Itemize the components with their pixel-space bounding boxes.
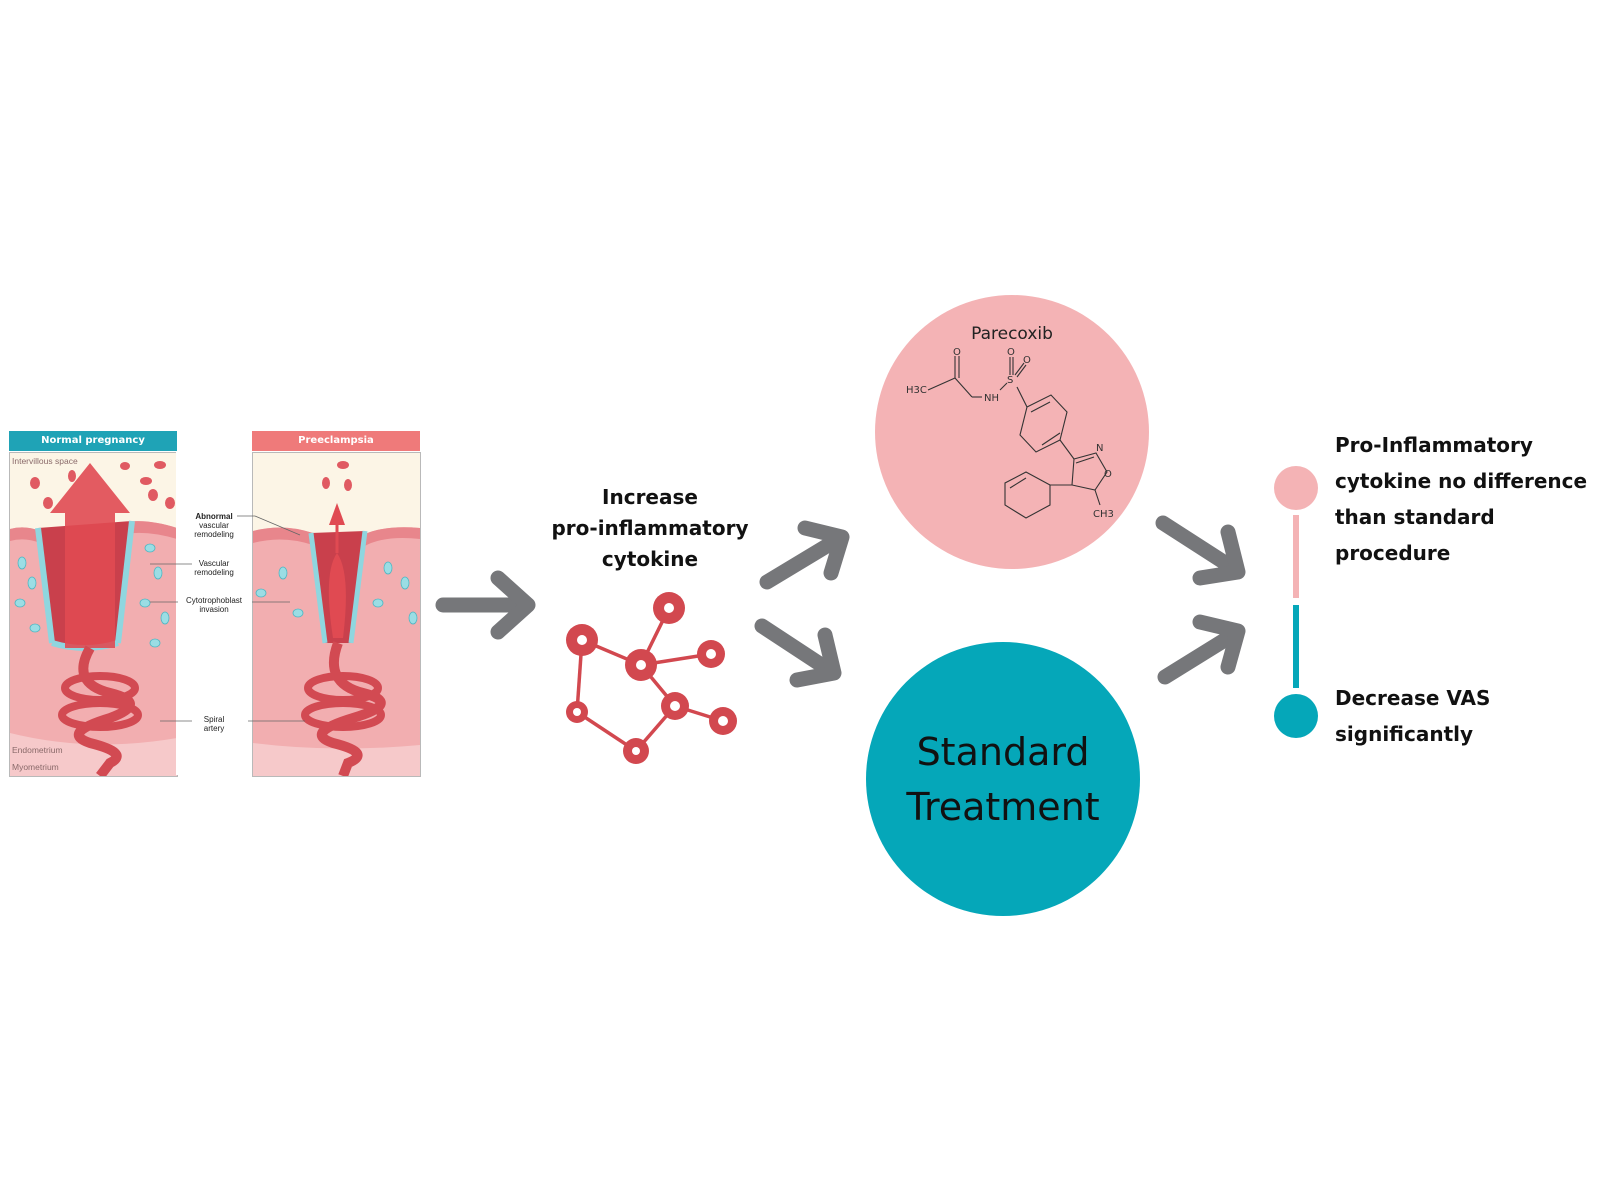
normal-pregnancy-header: Normal pregnancy	[9, 431, 177, 451]
outcome-pink-dot	[1274, 466, 1318, 510]
svg-text:H3C: H3C	[906, 385, 927, 396]
svg-text:N: N	[1096, 443, 1103, 454]
abnormal-vascular-remodeling-label: Abnormal vascular remodeling	[194, 512, 234, 539]
parecoxib-circle	[875, 295, 1149, 569]
outcome-cytokine-text: Pro-Inflammatory cytokine no difference …	[1335, 433, 1588, 565]
normal-pregnancy-panel	[9, 452, 178, 777]
spiral-artery-label: Spiral artery	[203, 715, 225, 733]
svg-text:O: O	[953, 347, 961, 358]
vascular-remodeling-label: Vascular remodeling	[194, 559, 234, 577]
svg-text:O: O	[1023, 355, 1031, 366]
timeline-pink-line	[1293, 515, 1299, 598]
arrow-up-right-icon-2	[1157, 614, 1246, 685]
arrow-down-right-icon	[754, 618, 842, 688]
svg-text:S: S	[1007, 375, 1013, 386]
arrow-right-icon	[435, 570, 536, 640]
svg-text:NH: NH	[984, 393, 999, 404]
cytokine-network-icon	[566, 592, 737, 764]
svg-text:O: O	[1007, 347, 1015, 358]
outcome-teal-dot	[1274, 694, 1318, 738]
standard-treatment-circle	[866, 642, 1140, 916]
cytotrophoblast-invasion-label: Cytotrophoblast invasion	[185, 596, 243, 614]
preeclampsia-artery-drawing	[253, 453, 420, 776]
preeclampsia-panel	[252, 452, 421, 777]
parecoxib-label: Parecoxib	[971, 324, 1053, 344]
preeclampsia-header: Preeclampsia	[252, 431, 420, 451]
cytokine-heading: Increase pro-inflammatory cytokine	[551, 485, 749, 571]
standard-treatment-label: Standard Treatment	[906, 730, 1100, 829]
arrow-up-right-icon	[759, 520, 850, 590]
arrow-down-right-icon-2	[1155, 515, 1246, 586]
normal-artery-drawing	[10, 453, 177, 776]
intervillous-space-label: Intervillous space	[12, 456, 78, 466]
svg-text:CH3: CH3	[1093, 509, 1114, 520]
svg-text:O: O	[1104, 469, 1112, 480]
parecoxib-structure: O O O S NH H3C N O CH3	[906, 347, 1114, 520]
annotation-leader-lines	[150, 515, 305, 722]
myometrium-label: Myometrium	[12, 762, 59, 772]
timeline-teal-line	[1293, 605, 1299, 688]
outcome-vas-text: Decrease VAS significantly	[1335, 686, 1491, 746]
endometrium-label: Endometrium	[12, 745, 63, 755]
